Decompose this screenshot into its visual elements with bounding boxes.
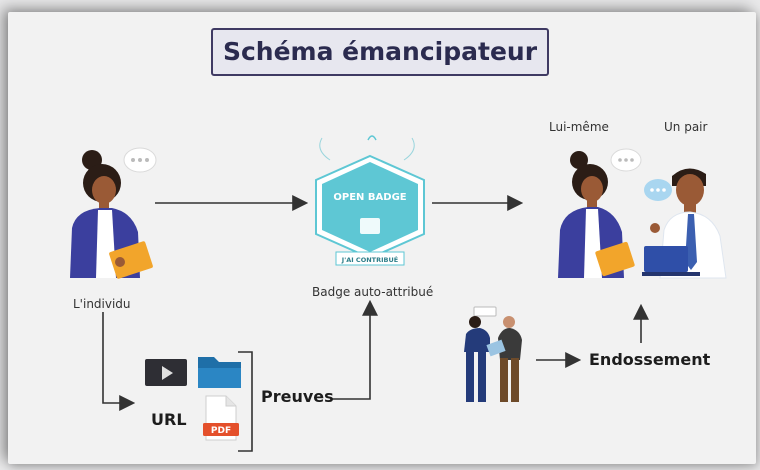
peer-person-illustration xyxy=(642,168,727,279)
folder-icon xyxy=(198,357,241,388)
speech-bubble-icon xyxy=(644,179,672,201)
individual-label: L'individu xyxy=(73,297,131,311)
arrow-individual-to-url xyxy=(102,312,136,411)
peer-label: Un pair xyxy=(664,120,708,134)
evidence-bracket xyxy=(238,351,253,452)
svg-text:PDF: PDF xyxy=(211,426,231,436)
video-thumbnail-icon xyxy=(145,359,187,386)
arrow-evidence-to-badge xyxy=(332,299,378,400)
badge-ribbon-text: J'AI CONTRIBUÉ xyxy=(341,255,398,264)
handshake-illustration xyxy=(464,306,522,402)
individual-person-illustration xyxy=(70,150,153,279)
self-label: Lui-même xyxy=(549,120,609,134)
evidence-label: Preuves xyxy=(261,387,334,406)
diagram-title: Schéma émancipateur xyxy=(211,28,549,76)
badge-top-text: OPEN BADGE xyxy=(333,192,406,203)
badge-caption: Badge auto-attribué xyxy=(312,285,434,299)
self-person-illustration xyxy=(558,151,635,278)
pdf-file-icon: PDF xyxy=(203,395,239,441)
open-badge-icon xyxy=(315,135,425,266)
endorsement-label: Endossement xyxy=(589,350,711,369)
speech-bubble-icon xyxy=(123,147,157,173)
speech-bubble-icon xyxy=(610,148,642,172)
url-label: URL xyxy=(151,410,187,429)
